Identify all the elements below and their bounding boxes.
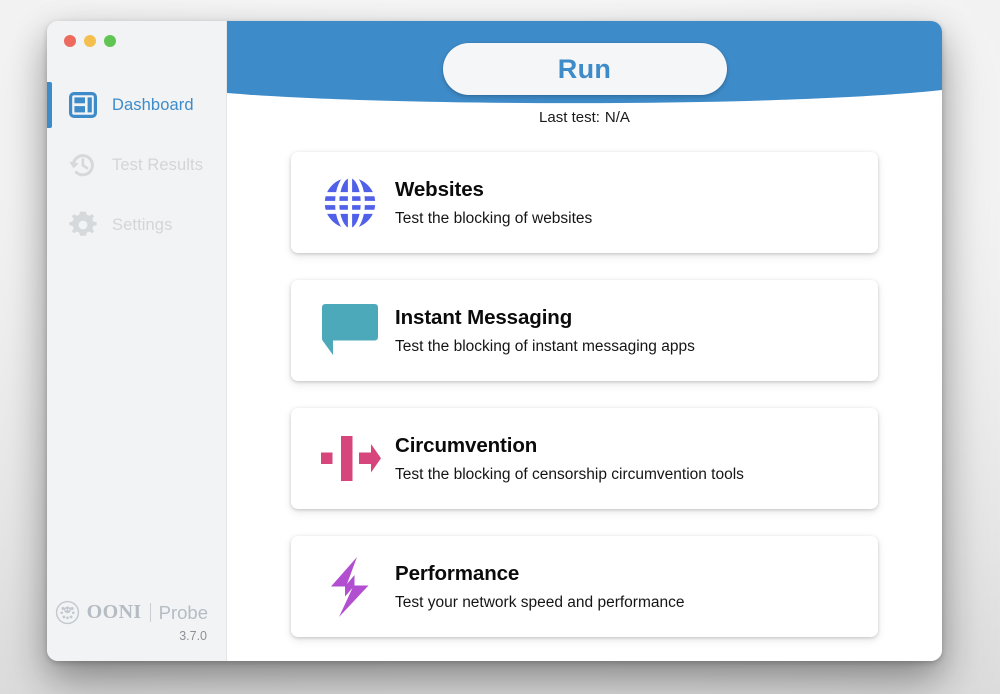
- test-card-description: Test the blocking of instant messaging a…: [395, 338, 695, 356]
- main-content: Run Last test:N/A: [227, 21, 942, 661]
- active-indicator-bar: [47, 82, 52, 128]
- test-card-description: Test the blocking of websites: [395, 210, 593, 228]
- sidebar-item-label: Dashboard: [112, 95, 194, 114]
- run-button[interactable]: Run: [442, 43, 727, 95]
- history-clock-icon: [67, 149, 99, 181]
- sidebar: Dashboard Test Results: [47, 21, 227, 661]
- test-card-text: Websites Test the blocking of websites: [395, 178, 592, 228]
- test-card-title: Performance: [395, 561, 520, 585]
- test-card-description: Test your network speed and performance: [395, 594, 685, 612]
- test-card-text: Performance Test your network speed and …: [395, 562, 685, 612]
- test-cards-list: Websites Test the blocking of websites I…: [291, 152, 878, 661]
- app-version: 3.7.0: [179, 629, 207, 643]
- sidebar-item-settings[interactable]: Settings: [47, 195, 226, 255]
- sidebar-item-label: Settings: [112, 215, 173, 234]
- brand-separator: [149, 603, 151, 622]
- test-card-text: Circumvention Test the blocking of censo…: [395, 434, 744, 484]
- brand-footer: OONI Probe 3.7.0: [47, 600, 226, 643]
- test-card-websites[interactable]: Websites Test the blocking of websites: [291, 152, 878, 253]
- test-card-text: Instant Messaging Test the blocking of i…: [395, 306, 695, 356]
- last-test-value: N/A: [604, 109, 630, 126]
- dashboard-icon: [67, 89, 99, 121]
- gear-icon: [67, 209, 99, 241]
- circumvention-arrow-icon: [315, 428, 385, 490]
- test-card-performance[interactable]: Performance Test your network speed and …: [291, 536, 878, 637]
- sidebar-nav: Dashboard Test Results: [47, 75, 226, 255]
- window-controls: [64, 35, 116, 47]
- sidebar-item-dashboard[interactable]: Dashboard: [47, 75, 226, 135]
- last-test-label: Last test:: [539, 109, 600, 126]
- maximize-window-button[interactable]: [104, 35, 116, 47]
- brand-name: OONI: [86, 601, 142, 623]
- test-card-description: Test the blocking of censorship circumve…: [395, 466, 744, 484]
- chat-bubble-icon: [315, 300, 385, 362]
- test-card-title: Circumvention: [395, 433, 538, 457]
- test-card-circumvention[interactable]: Circumvention Test the blocking of censo…: [291, 408, 878, 509]
- sidebar-item-label: Test Results: [112, 155, 204, 174]
- close-window-button[interactable]: [64, 35, 76, 47]
- ooni-octopus-icon: [55, 600, 80, 625]
- globe-icon: [315, 172, 385, 234]
- test-card-title: Instant Messaging: [395, 305, 573, 329]
- sidebar-item-test-results[interactable]: Test Results: [47, 135, 226, 195]
- app-window: Dashboard Test Results: [47, 21, 942, 661]
- test-card-title: Websites: [395, 177, 484, 201]
- test-card-instant-messaging[interactable]: Instant Messaging Test the blocking of i…: [291, 280, 878, 381]
- minimize-window-button[interactable]: [84, 35, 96, 47]
- brand-product: Probe: [158, 601, 208, 623]
- last-test-status: Last test:N/A: [227, 109, 942, 126]
- run-button-label: Run: [557, 53, 612, 84]
- lightning-bolt-icon: [315, 556, 385, 618]
